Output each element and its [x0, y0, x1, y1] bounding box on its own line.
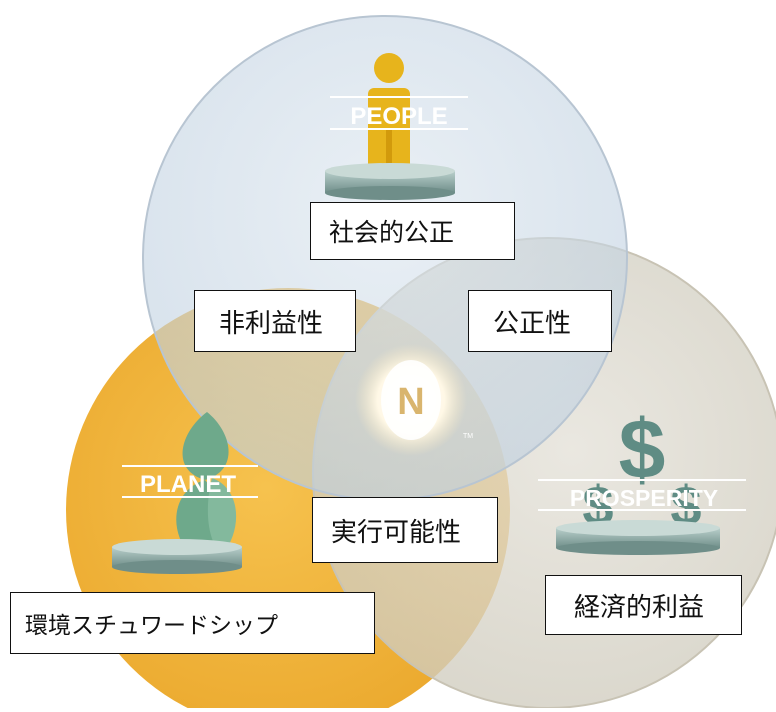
people-banner-text: PEOPLE [350, 103, 447, 130]
people-banner: PEOPLE [330, 96, 468, 130]
people-planet-overlap-label: 非利益性 [194, 290, 356, 352]
planet-label: 環境スチュワードシップ [10, 592, 375, 654]
people-label: 社会的公正 [310, 202, 515, 260]
prosperity-banner-text: PROSPERITY [570, 485, 718, 511]
prosperity-banner: PROSPERITY [538, 479, 746, 511]
prosperity-pedestal [556, 520, 720, 555]
planet-banner-text: PLANET [140, 471, 236, 498]
planet-prosperity-overlap-label: 実行可能性 [312, 497, 498, 563]
center-n-logo: N TM [355, 344, 473, 456]
center-logo-tm: TM [463, 433, 473, 440]
planet-pedestal [112, 539, 242, 574]
leaf-icon [176, 412, 237, 555]
people-prosperity-overlap-label: 公正性 [468, 290, 612, 352]
svg-text:$: $ [619, 402, 666, 496]
prosperity-label: 経済的利益 [545, 575, 742, 635]
center-logo-letter: N [397, 381, 424, 423]
people-pedestal [325, 163, 455, 200]
planet-banner: PLANET [122, 465, 258, 498]
